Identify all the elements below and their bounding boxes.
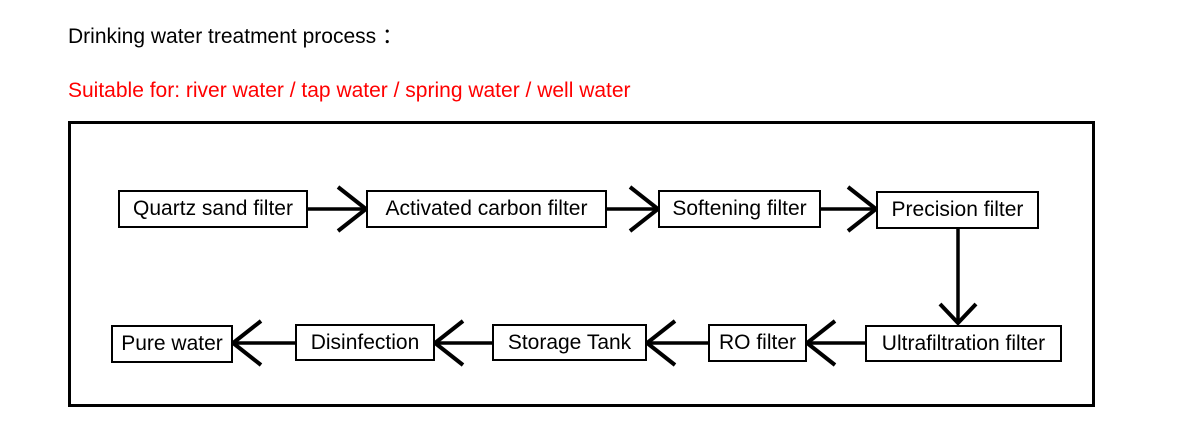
flow-node-ro-filter: RO filter bbox=[708, 324, 807, 362]
arrow-softening-to-precision bbox=[821, 185, 880, 233]
flow-node-quartz-sand-filter: Quartz sand filter bbox=[118, 190, 308, 228]
flow-node-precision-filter: Precision filter bbox=[876, 191, 1039, 229]
flow-node-ultrafiltration-filter: Ultrafiltration filter bbox=[865, 325, 1062, 362]
flow-node-storage-tank: Storage Tank bbox=[492, 324, 647, 361]
arrow-ultrafiltration-to-ro bbox=[803, 319, 865, 367]
flow-node-disinfection: Disinfection bbox=[295, 324, 435, 361]
arrow-precision-to-ultrafiltration bbox=[938, 229, 978, 326]
flowchart-frame: Quartz sand filter Activated carbon filt… bbox=[68, 121, 1095, 407]
flow-node-activated-carbon-filter: Activated carbon filter bbox=[366, 190, 607, 228]
suitability-note: Suitable for: river water / tap water / … bbox=[68, 79, 631, 102]
arrow-quartz-to-carbon bbox=[308, 185, 370, 233]
arrow-ro-to-storage bbox=[643, 319, 708, 367]
flow-node-pure-water: Pure water bbox=[111, 325, 233, 363]
arrow-storage-to-disinfection bbox=[431, 319, 492, 367]
arrow-disinfection-to-pure bbox=[229, 319, 295, 367]
flow-node-softening-filter: Softening filter bbox=[658, 190, 821, 228]
page-title: Drinking water treatment process ： bbox=[68, 25, 403, 48]
arrow-carbon-to-softening bbox=[607, 185, 662, 233]
